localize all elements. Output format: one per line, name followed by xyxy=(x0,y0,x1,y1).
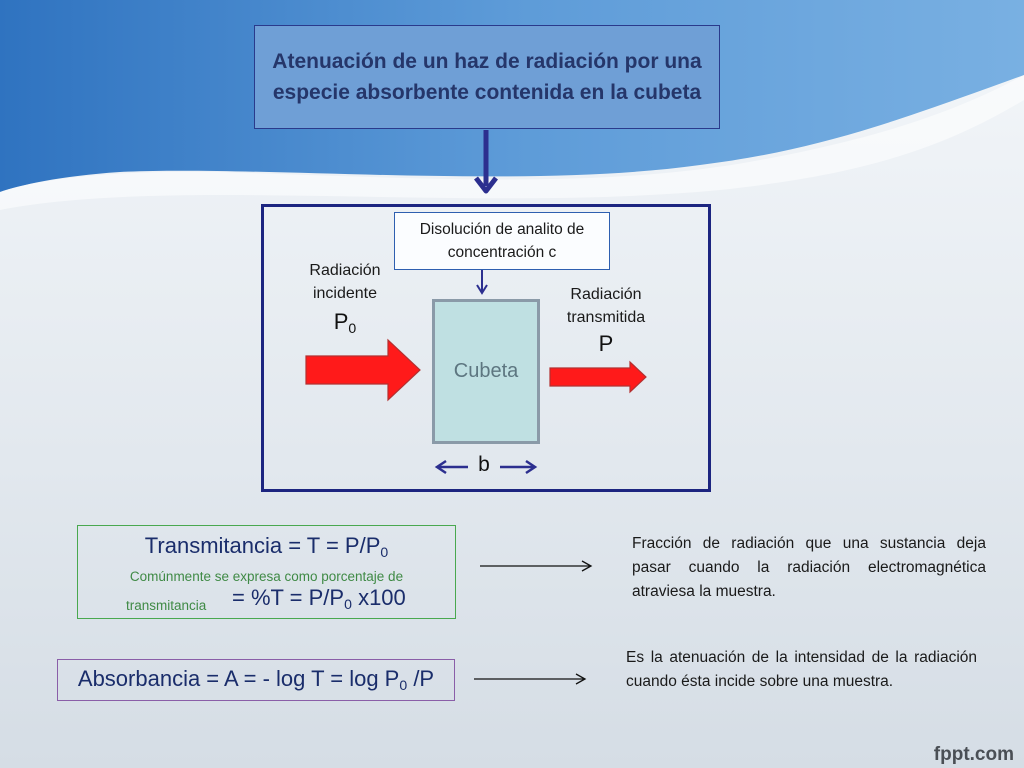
incident-symbol: P0 xyxy=(333,309,357,337)
transmitted-label: Radiación transmitida xyxy=(566,286,646,326)
transmittance-description: Fracción de radiación que una sustancia … xyxy=(632,535,986,600)
cuvette-label: Cubeta xyxy=(453,360,519,382)
transmittance-box xyxy=(77,525,456,619)
percent-transmittance-equation: = %T = P/P0 x100 xyxy=(232,585,406,613)
path-length-arrows-icon xyxy=(434,459,538,475)
absorbance-box xyxy=(57,659,455,701)
transmittance-pointer-arrow-icon xyxy=(480,560,593,572)
incident-arrow-icon xyxy=(305,338,421,402)
title-text: Atenuación de un haz de radiación por un… xyxy=(272,50,702,104)
diagram-frame xyxy=(261,204,711,492)
absorbance-description: Es la atenuación de la intensidad de la … xyxy=(626,649,977,690)
absorbance-pointer-arrow-icon xyxy=(474,673,587,685)
solution-label-box: Disolución de analito de concentración c xyxy=(394,212,610,270)
solution-label: Disolución de analito de concentración c xyxy=(419,221,585,261)
fppt-logo: fppt.com xyxy=(933,744,1014,765)
transmittance-note-line1: Comúnmente se expresa como porcentaje de xyxy=(129,569,404,584)
transmitted-symbol: P xyxy=(598,331,614,356)
small-down-arrow-icon xyxy=(476,270,488,295)
down-arrow-icon xyxy=(474,130,498,194)
title-box: Atenuación de un haz de radiación por un… xyxy=(254,25,720,129)
transmittance-equation: Transmitancia = T = P/P0 xyxy=(144,533,389,561)
absorbance-equation: Absorbancia = A = - log T = log P0 /P xyxy=(77,666,435,694)
incident-label: Radiación incidente xyxy=(309,262,381,302)
cuvette: Cubeta xyxy=(432,299,540,444)
path-length-symbol: b xyxy=(478,453,490,476)
transmitted-arrow-icon xyxy=(549,360,647,394)
transmittance-note-line2: transmitancia xyxy=(126,598,207,613)
